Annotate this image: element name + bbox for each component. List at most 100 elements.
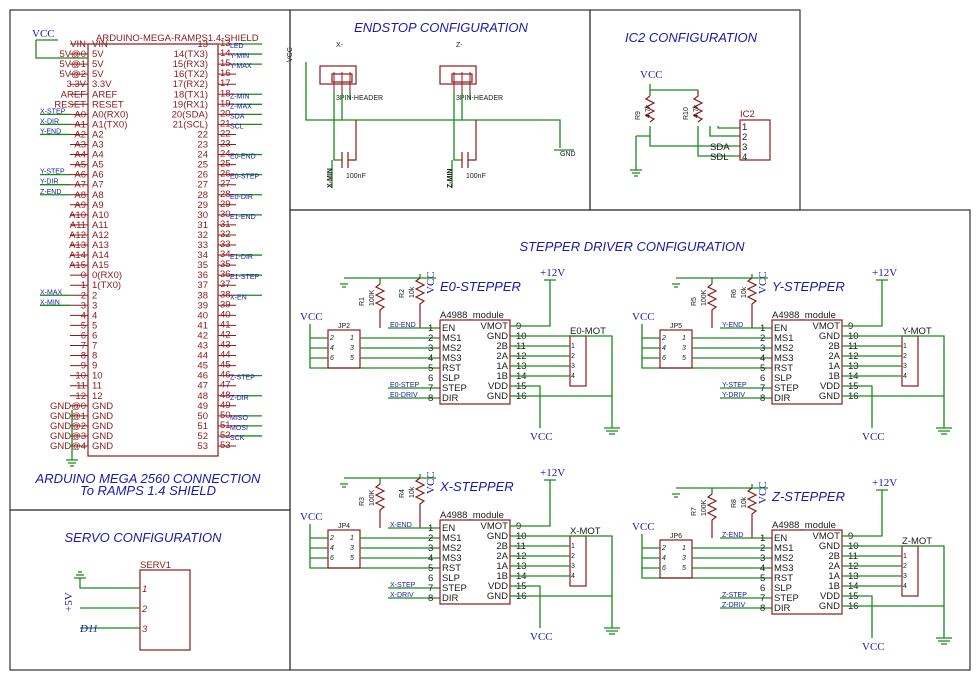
arduino-left-pin-num: A14 xyxy=(69,250,86,261)
jp-pin-left: 2 xyxy=(329,535,334,542)
jp-pin-right: 1 xyxy=(350,535,354,542)
a4988-right-name: GND xyxy=(487,531,508,542)
arduino-left-pin-num: A10 xyxy=(69,210,86,221)
arduino-left-pin-name: A9 xyxy=(92,200,104,211)
a4988-left-name: SLP xyxy=(774,583,792,594)
arduino-left-pin-name: 6 xyxy=(92,330,97,341)
arduino-left-pin-num: A3 xyxy=(74,140,86,151)
jp-pin-right: 3 xyxy=(350,545,354,552)
servo-frame xyxy=(9,509,291,671)
arduino-right-pin-name: 52 xyxy=(197,431,208,442)
arduino-right-pin-name: 18(TX1) xyxy=(174,89,208,100)
arduino-left-pin-name: 5 xyxy=(92,320,97,331)
arduino-left-pin-num: 7 xyxy=(81,341,86,352)
jp-pin-left: 6 xyxy=(662,355,666,362)
arduino-right-pin-name: 50 xyxy=(197,411,208,422)
arduino-right-pin-num: 32 xyxy=(220,229,231,240)
arduino-right-pin-num: 41 xyxy=(220,319,231,330)
stepper-dir-net: X-DRIV xyxy=(390,592,414,599)
stepper-ra-val: 100K xyxy=(369,489,376,506)
a4988-right-name: VMOT xyxy=(813,531,841,542)
a4988-left-name: MS2 xyxy=(442,543,462,554)
r10-value: 4.7k xyxy=(693,104,700,118)
arduino-right-pin-num: 35 xyxy=(220,259,231,270)
arduino-right-pin-name: 48 xyxy=(197,391,208,402)
arduino-left-pin-name: A7 xyxy=(92,180,104,191)
arduino-right-pin-name: 28 xyxy=(197,190,208,201)
a4988-left-name: RST xyxy=(774,573,793,584)
a4988-right-name: GND xyxy=(487,391,508,402)
jp-pin-right: 3 xyxy=(682,345,686,352)
stepper-jp-label: JP4 xyxy=(338,523,350,530)
a4988-left-num: 6 xyxy=(428,373,433,384)
a4988-right-name: 2B xyxy=(496,341,508,352)
arduino-right-net-label: SCK xyxy=(230,435,245,442)
arduino-left-pin-num: 5 xyxy=(81,320,86,331)
arduino-left-net-label: Z-END xyxy=(40,189,61,196)
arduino-right-pin-num: 44 xyxy=(220,350,231,361)
arduino-right-net-label: X-EN xyxy=(230,294,247,301)
arduino-right-net-label: Y-MIN xyxy=(230,53,249,60)
jp-pin-left: 4 xyxy=(662,345,666,352)
servo-part-label: SERV1 xyxy=(140,560,171,571)
arduino-left-pin-name: A3 xyxy=(92,140,104,151)
a4988-left-num: 4 xyxy=(428,553,433,564)
arduino-right-pin-name: 37 xyxy=(197,280,208,291)
arduino-right-pin-name: 36 xyxy=(197,270,208,281)
mot-pin: 3 xyxy=(903,363,907,370)
stepper-vcc-top: VCC xyxy=(425,271,437,294)
a4988-left-name: STEP xyxy=(442,583,467,594)
a4988-left-name: MS3 xyxy=(774,353,794,364)
a4988-left-num: 5 xyxy=(428,363,433,374)
ic2-sda-label: SDA xyxy=(710,142,730,153)
arduino-left-net-label: X-MAX xyxy=(40,289,63,296)
arduino-right-pin-name: 43 xyxy=(197,341,208,352)
arduino-right-pin-num: 40 xyxy=(220,309,231,320)
a4988-left-name: DIR xyxy=(442,593,459,604)
a4988-right-name: VMOT xyxy=(481,521,509,532)
arduino-left-pin-name: A5 xyxy=(92,160,104,171)
jp-pin-right: 3 xyxy=(350,345,354,352)
arduino-right-pin-num: 33 xyxy=(220,239,231,250)
a4988-module xyxy=(771,529,843,615)
arduino-left-pin-num: 10 xyxy=(75,371,86,382)
arduino-left-pin-num: RESET xyxy=(54,99,86,110)
arduino-left-net-label: X-MIN xyxy=(40,299,60,306)
stepper-ra-label: R3 xyxy=(359,497,366,506)
mot-pin: 3 xyxy=(903,573,907,580)
stepper-rb-val: 10k xyxy=(741,286,748,298)
jp-pin-left: 2 xyxy=(661,335,666,342)
arduino-right-pin-num: 27 xyxy=(220,179,231,190)
a4988-left-num: 6 xyxy=(760,373,765,384)
arduino-right-pin-num: 22 xyxy=(220,128,231,139)
arduino-left-pin-num: A9 xyxy=(74,200,86,211)
arduino-right-net-label: Z-STEP xyxy=(230,375,255,382)
arduino-left-pin-num: 1 xyxy=(81,280,86,291)
arduino-left-net-label: Y-DIR xyxy=(40,179,58,186)
mot-pin: 3 xyxy=(571,363,575,370)
mot-pin: 2 xyxy=(571,353,575,360)
jp-pin-left: 4 xyxy=(330,345,334,352)
arduino-right-pin-num: 47 xyxy=(220,380,231,391)
a4988-left-num: 6 xyxy=(428,573,433,584)
mot-pin: 2 xyxy=(903,353,907,360)
a4988-right-name: VDD xyxy=(820,591,840,602)
arduino-left-pin-name: 9 xyxy=(92,361,97,372)
arduino-left-pin-num: A15 xyxy=(69,260,86,271)
stepper-ra-val: 100K xyxy=(701,289,708,306)
arduino-right-net-label: E1-END xyxy=(230,214,256,221)
a4988-right-name: 2B xyxy=(828,341,840,352)
stepper-step-net: Y-STEP xyxy=(722,382,747,389)
arduino-left-pin-num: 9 xyxy=(81,361,86,372)
stepper-title-label: Z-STEPPER xyxy=(771,489,845,504)
a4988-left-name: MS3 xyxy=(442,353,462,364)
a4988-left-name: RST xyxy=(442,563,461,574)
a4988-left-num: 2 xyxy=(428,533,433,544)
a4988-left-num: 8 xyxy=(760,393,765,404)
arduino-right-net-label: E1-STEP xyxy=(230,274,260,281)
stepper-vcc-bottom: VCC xyxy=(862,431,885,443)
arduino-right-pin-num: 19 xyxy=(220,98,231,109)
jp-pin-right: 3 xyxy=(682,555,686,562)
